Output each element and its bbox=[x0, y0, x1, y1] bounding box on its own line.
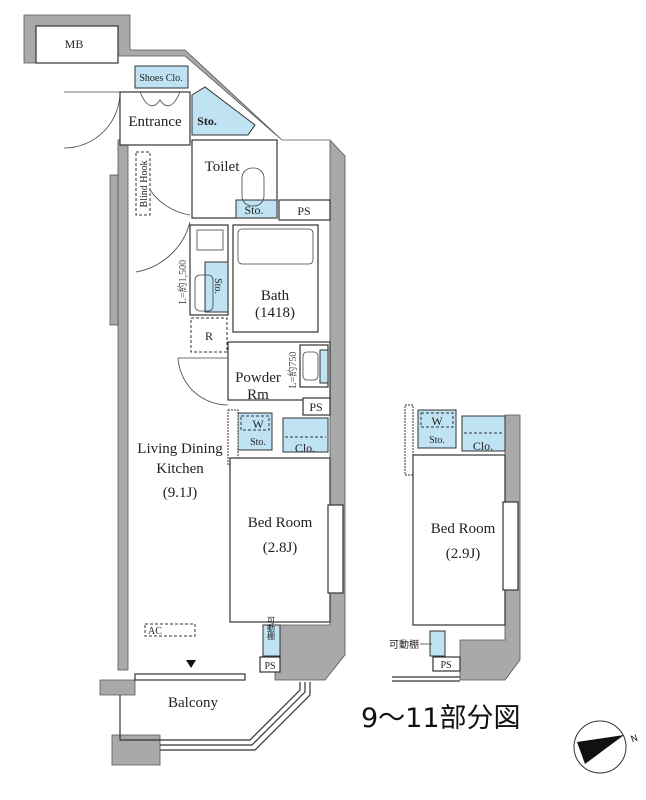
balcony-railing bbox=[160, 682, 311, 751]
bathtub-icon bbox=[237, 228, 314, 265]
vanity-length-label: L=約750 bbox=[286, 352, 299, 389]
bedroom-label: Bed Room bbox=[248, 515, 313, 531]
closet-doors bbox=[139, 91, 181, 107]
partial-sliding-door[interactable] bbox=[404, 404, 414, 476]
refrigerator-space bbox=[190, 317, 228, 353]
bedroom-size-label: (2.8J) bbox=[263, 540, 298, 556]
partial-bedroom-window bbox=[502, 501, 519, 591]
toilet-fixture bbox=[241, 167, 265, 207]
washer-space bbox=[240, 415, 270, 431]
entrance-door[interactable] bbox=[63, 91, 121, 149]
bath-size-label: (1418) bbox=[255, 305, 295, 321]
entry-marker-icon bbox=[186, 660, 196, 668]
adjustable-shelf bbox=[262, 624, 281, 657]
vanity-storage bbox=[319, 349, 329, 384]
partial-plan-title: 9～11部分図 bbox=[361, 703, 521, 734]
powder-room-label-2: Rm bbox=[247, 387, 269, 403]
walk-in-storage bbox=[237, 412, 273, 451]
adjustable-shelf-label: 可動棚 bbox=[267, 616, 276, 641]
ps-top bbox=[278, 199, 331, 221]
partial-adjustable-shelf bbox=[429, 630, 446, 657]
bath-label: Bath bbox=[261, 288, 290, 304]
ac-unit bbox=[144, 623, 196, 637]
blind-hook-label: Blind Hook bbox=[139, 161, 150, 208]
ldk-size-label: (9.1J) bbox=[163, 485, 198, 501]
mb-label: MB bbox=[65, 37, 84, 51]
closet-label: Clo. bbox=[295, 441, 315, 455]
ldk-label-1: Living Dining bbox=[137, 441, 223, 457]
kitchen-length-label: L=約1,500 bbox=[176, 260, 189, 304]
toilet-door[interactable] bbox=[149, 189, 191, 216]
partial-ps bbox=[432, 656, 461, 672]
north-arrow-icon: N bbox=[573, 720, 640, 774]
ldk-label-2: Kitchen bbox=[156, 461, 204, 477]
washbasin-icon bbox=[302, 351, 319, 381]
ps-bottom-label: PS bbox=[264, 661, 275, 672]
entrance-storage-label: Sto. bbox=[197, 114, 217, 128]
bath-room bbox=[232, 224, 319, 333]
walk-in-storage-w: W bbox=[252, 417, 264, 431]
sink-icon bbox=[194, 274, 214, 312]
entrance-area bbox=[119, 91, 191, 146]
bedroom bbox=[229, 457, 331, 623]
sliding-door[interactable] bbox=[227, 409, 239, 466]
mb-room bbox=[35, 25, 119, 64]
partial-bedroom bbox=[412, 454, 506, 626]
blind-hook bbox=[135, 151, 151, 216]
shoes-closet-label: Shoes Clo. bbox=[139, 73, 182, 84]
kitchen-storage bbox=[204, 261, 229, 313]
ac-label: AC bbox=[148, 626, 162, 637]
compass-north-label: N bbox=[630, 734, 640, 746]
ps-bottom bbox=[259, 656, 281, 673]
shoes-closet bbox=[134, 65, 189, 89]
balcony-window[interactable] bbox=[134, 673, 246, 681]
partial-walk-in-storage-w: W bbox=[431, 414, 443, 428]
closet bbox=[282, 417, 329, 453]
balcony-label: Balcony bbox=[168, 695, 218, 711]
ps-mid bbox=[302, 397, 331, 416]
balcony-outline bbox=[119, 682, 301, 741]
partial-ps-label: PS bbox=[440, 660, 451, 671]
partial-closet-label: Clo. bbox=[473, 439, 493, 453]
refrigerator-label: R bbox=[205, 329, 213, 343]
ldk-door[interactable] bbox=[135, 221, 191, 273]
entrance-storage bbox=[191, 86, 256, 136]
ps-mid-label: PS bbox=[309, 400, 322, 414]
powder-room-label-1: Powder bbox=[235, 370, 281, 386]
entrance-label: Entrance bbox=[128, 114, 182, 130]
walk-in-storage-label: Sto. bbox=[250, 437, 266, 448]
ps-top-label: PS bbox=[297, 204, 310, 218]
partial-adjustable-shelf-label: 可動棚 bbox=[389, 638, 419, 651]
toilet-label: Toilet bbox=[205, 159, 241, 175]
stove-icon bbox=[196, 229, 224, 251]
partial-bedroom-size: (2.9J) bbox=[446, 546, 481, 562]
kitchen-storage-label: Sto. bbox=[212, 278, 223, 294]
toilet-storage-label: Sto. bbox=[244, 203, 263, 217]
partial-walk-in-storage-label: Sto. bbox=[429, 435, 445, 446]
partial-walk-in-storage bbox=[417, 409, 457, 449]
bedroom-window bbox=[327, 504, 344, 594]
partial-plan: W Sto. Clo. Bed Room (2.9J) 可動棚 PS bbox=[389, 404, 519, 682]
powder-room-door[interactable] bbox=[177, 357, 229, 406]
partial-bedroom-label: Bed Room bbox=[431, 521, 496, 537]
